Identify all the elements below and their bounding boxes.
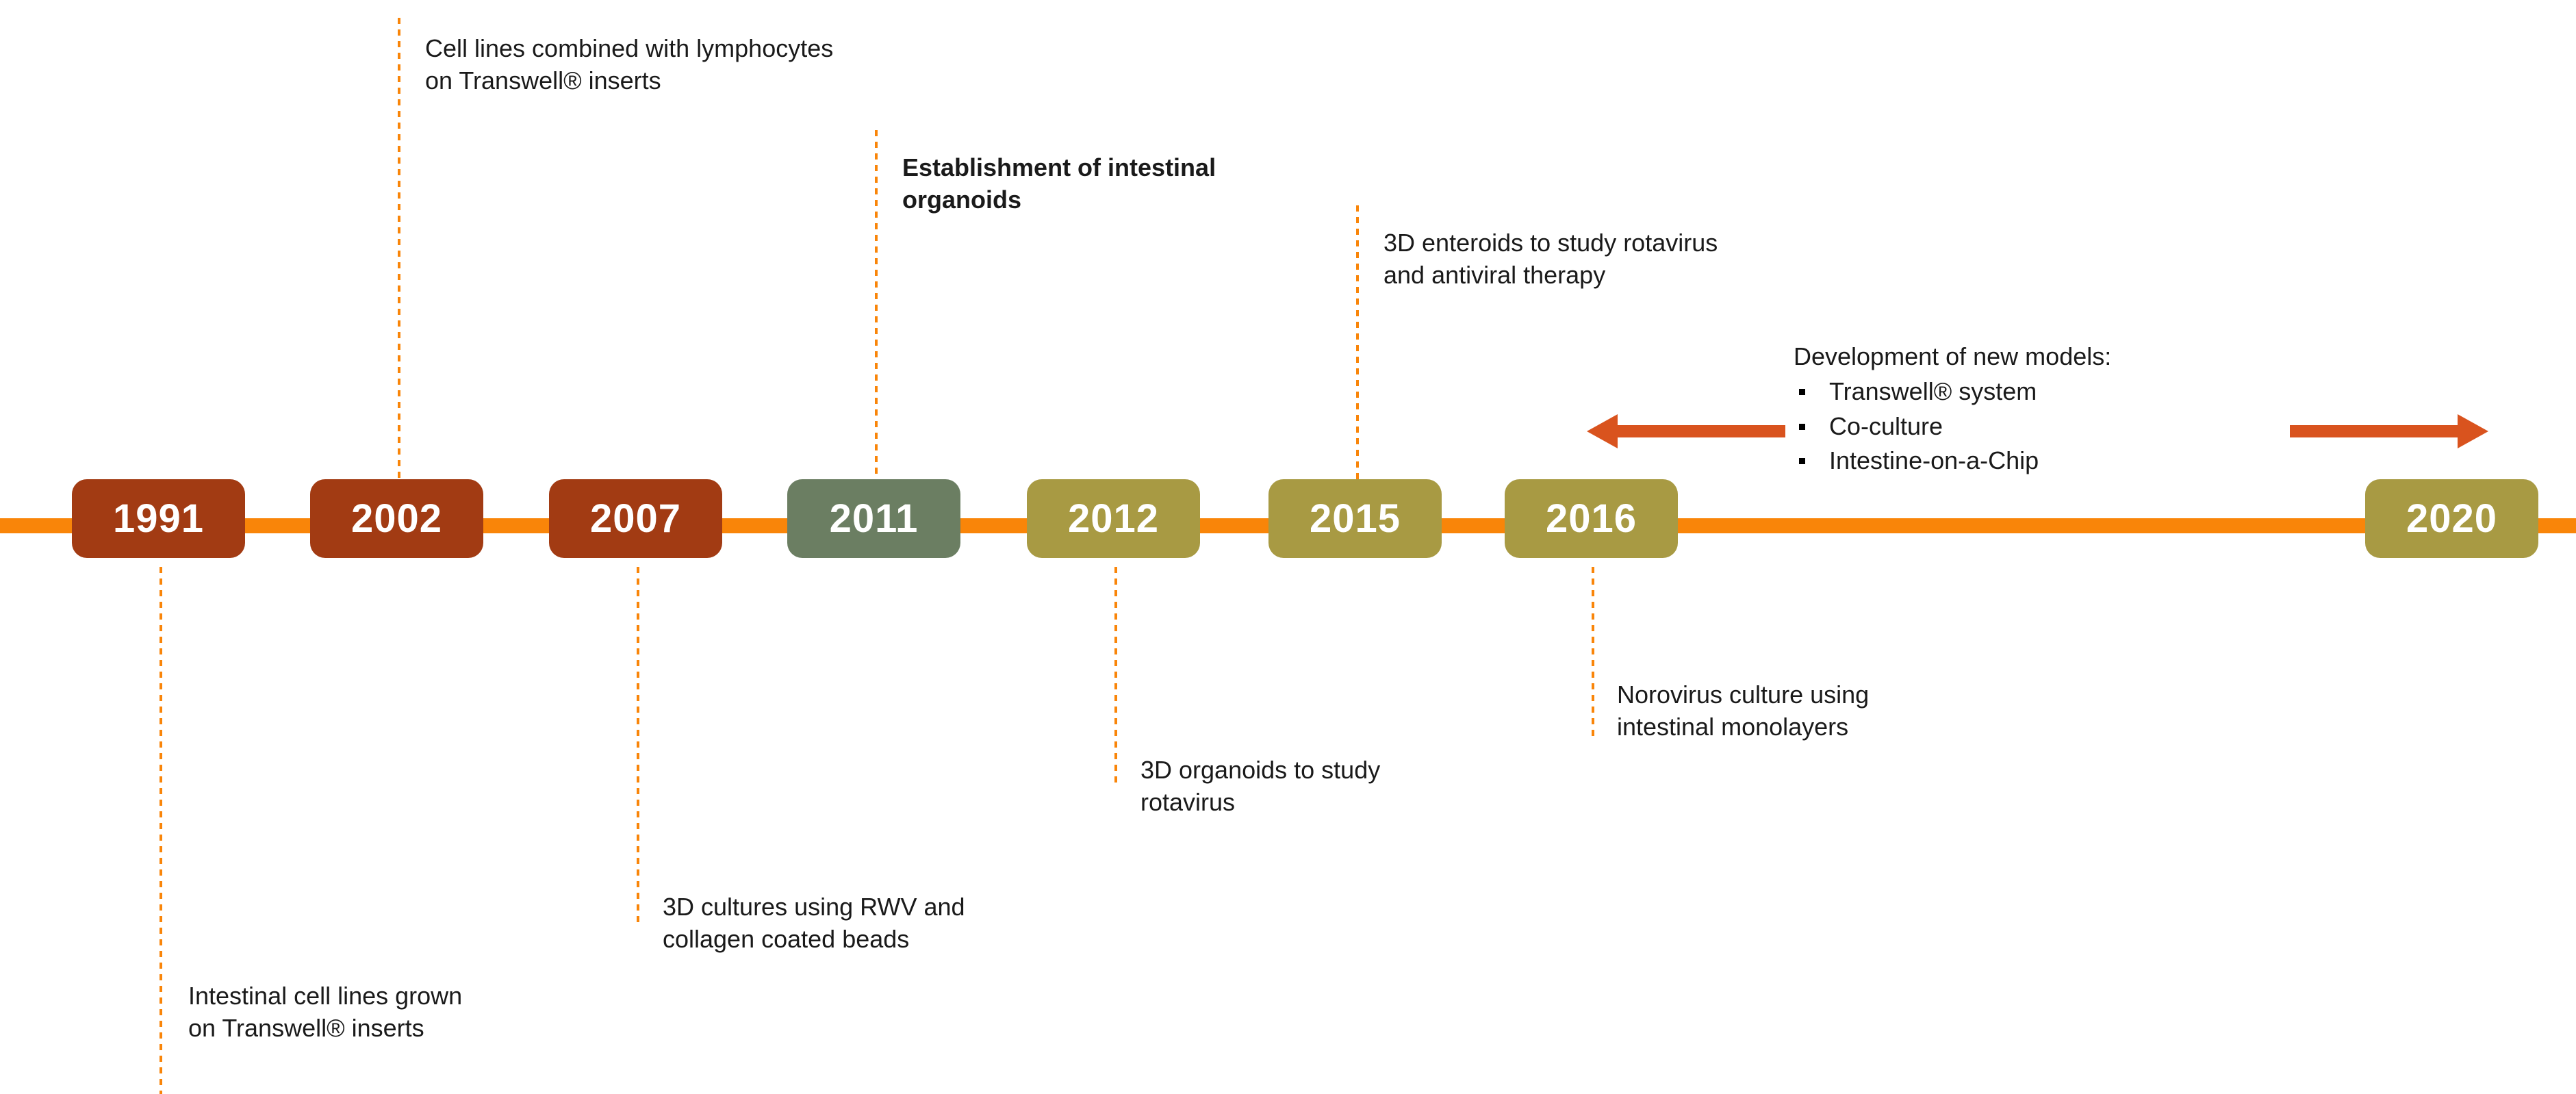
annotation-2012: 3D organoids to study rotavirus (1140, 756, 1381, 816)
annotation-2007: 3D cultures using RWV and collagen coate… (663, 893, 965, 953)
milestone-year-2020: 2020 (2406, 496, 2498, 541)
milestone-year-2007: 2007 (589, 496, 682, 541)
leader-line-2002 (398, 18, 400, 483)
range-arrow-left-icon (1587, 407, 1785, 455)
models-block-title: Development of new models: (1794, 342, 2112, 370)
milestone-year-1991: 1991 (112, 496, 205, 541)
milestone-box-2015[interactable]: 2015 (1268, 479, 1442, 558)
leader-line-1991 (160, 567, 162, 1094)
annotation-2011: Establishment of intestinal organoids (902, 153, 1216, 214)
milestone-box-2007[interactable]: 2007 (549, 479, 722, 558)
annotation-2016: Norovirus culture using intestinal monol… (1617, 680, 1870, 741)
annotation-2002: Cell lines combined with lymphocytes on … (425, 34, 834, 94)
milestone-year-2012: 2012 (1067, 496, 1160, 541)
milestone-box-2016[interactable]: 2016 (1505, 479, 1678, 558)
models-block: Development of new models: Transwell® sy… (1794, 341, 2286, 480)
milestone-year-2016: 2016 (1545, 496, 1637, 541)
leader-line-2011 (875, 130, 878, 486)
milestone-year-2002: 2002 (350, 496, 443, 541)
models-list: Transwell® system Co-culture Intestine-o… (1794, 376, 2286, 477)
milestone-box-2002[interactable]: 2002 (310, 479, 483, 558)
milestone-box-2012[interactable]: 2012 (1027, 479, 1200, 558)
leader-line-2016 (1592, 567, 1594, 738)
milestone-box-1991[interactable]: 1991 (72, 479, 245, 558)
milestone-year-2015: 2015 (1309, 496, 1401, 541)
models-list-item-coculture: Co-culture (1794, 411, 2286, 443)
leader-line-2015 (1356, 205, 1359, 486)
milestone-year-2011: 2011 (829, 496, 919, 541)
milestone-box-2020[interactable]: 2020 (2365, 479, 2538, 558)
range-arrow-right-icon (2290, 407, 2488, 455)
models-list-item-transwell: Transwell® system (1794, 376, 2286, 408)
leader-line-2007 (637, 567, 639, 923)
models-list-item-intestine-on-a-chip: Intestine-on-a-Chip (1794, 445, 2286, 477)
annotation-2015: 3D enteroids to study rotavirus and anti… (1383, 229, 1718, 289)
leader-line-2012 (1114, 567, 1117, 786)
annotation-1991: Intestinal cell lines grown on Transwell… (188, 982, 463, 1042)
milestone-box-2011[interactable]: 2011 (787, 479, 960, 558)
